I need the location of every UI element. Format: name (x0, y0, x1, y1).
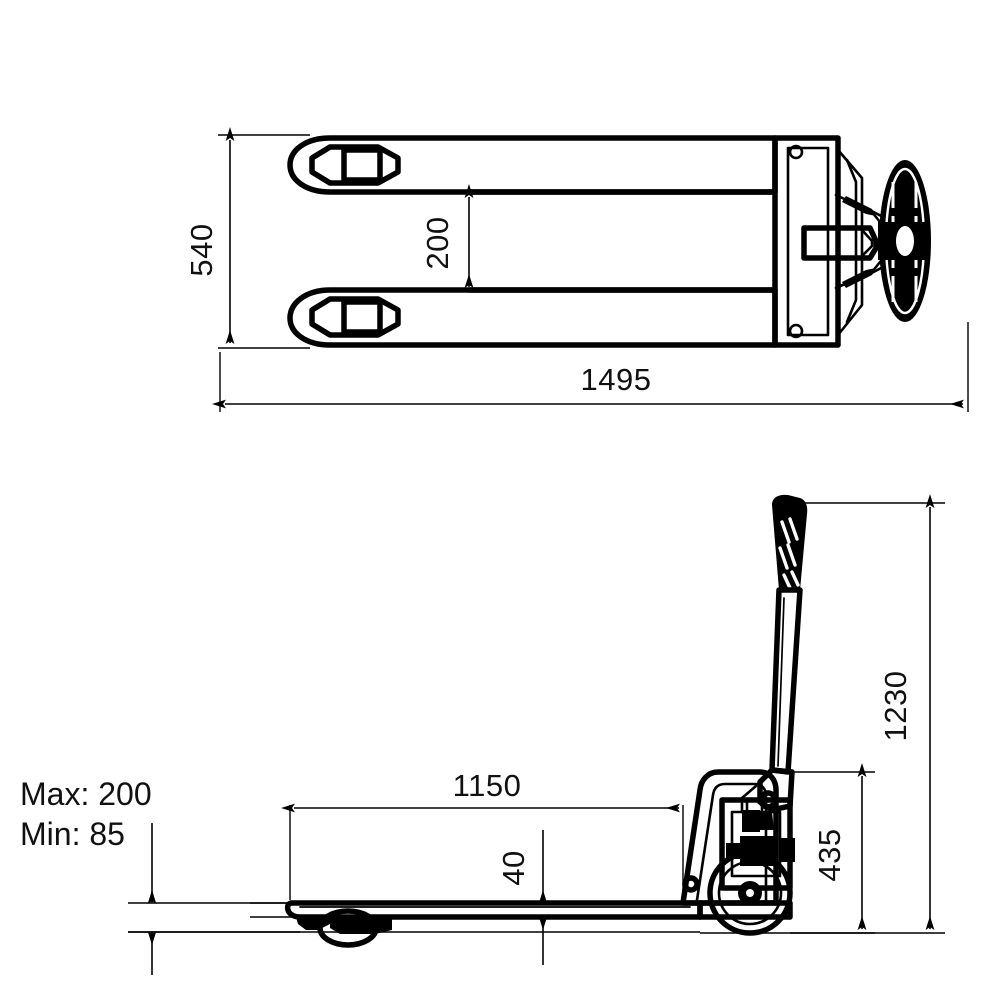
dim-fork-spacing: 200 (420, 184, 474, 288)
dim-handle-height-label: 1230 (878, 671, 913, 742)
dim-chassis-height-label: 435 (812, 828, 847, 881)
dim-fork-length: 1150 (281, 768, 684, 900)
top-view-group: 540 200 1495 (184, 127, 969, 412)
top-view-fork-lower (287, 287, 778, 348)
dim-fork-thickness: 40 (250, 830, 580, 965)
dim-overall-width-label: 540 (184, 223, 219, 276)
lift-min-label: Min: 85 (20, 816, 125, 852)
dim-overall-length-label: 1495 (581, 362, 652, 397)
dim-fork-thickness-label: 40 (496, 850, 531, 885)
dim-fork-length-label: 1150 (453, 768, 522, 803)
top-view-fork-upper (287, 135, 778, 195)
top-view-chassis-plate (467, 189, 778, 293)
top-view-pump-frame (772, 135, 892, 348)
dim-fork-spacing-label: 200 (420, 216, 455, 269)
side-view-group: 1150 40 435 1230 (20, 494, 945, 975)
dim-overall-length: 1495 (212, 322, 969, 412)
dim-overall-width: 540 (184, 127, 310, 349)
lift-height-note: Max: 200 Min: 85 (20, 776, 300, 975)
side-view-load-roller (296, 908, 392, 948)
dim-handle-height: 1230 (790, 494, 945, 934)
lift-max-label: Max: 200 (20, 776, 152, 812)
top-view-steer-wheel (878, 160, 931, 322)
